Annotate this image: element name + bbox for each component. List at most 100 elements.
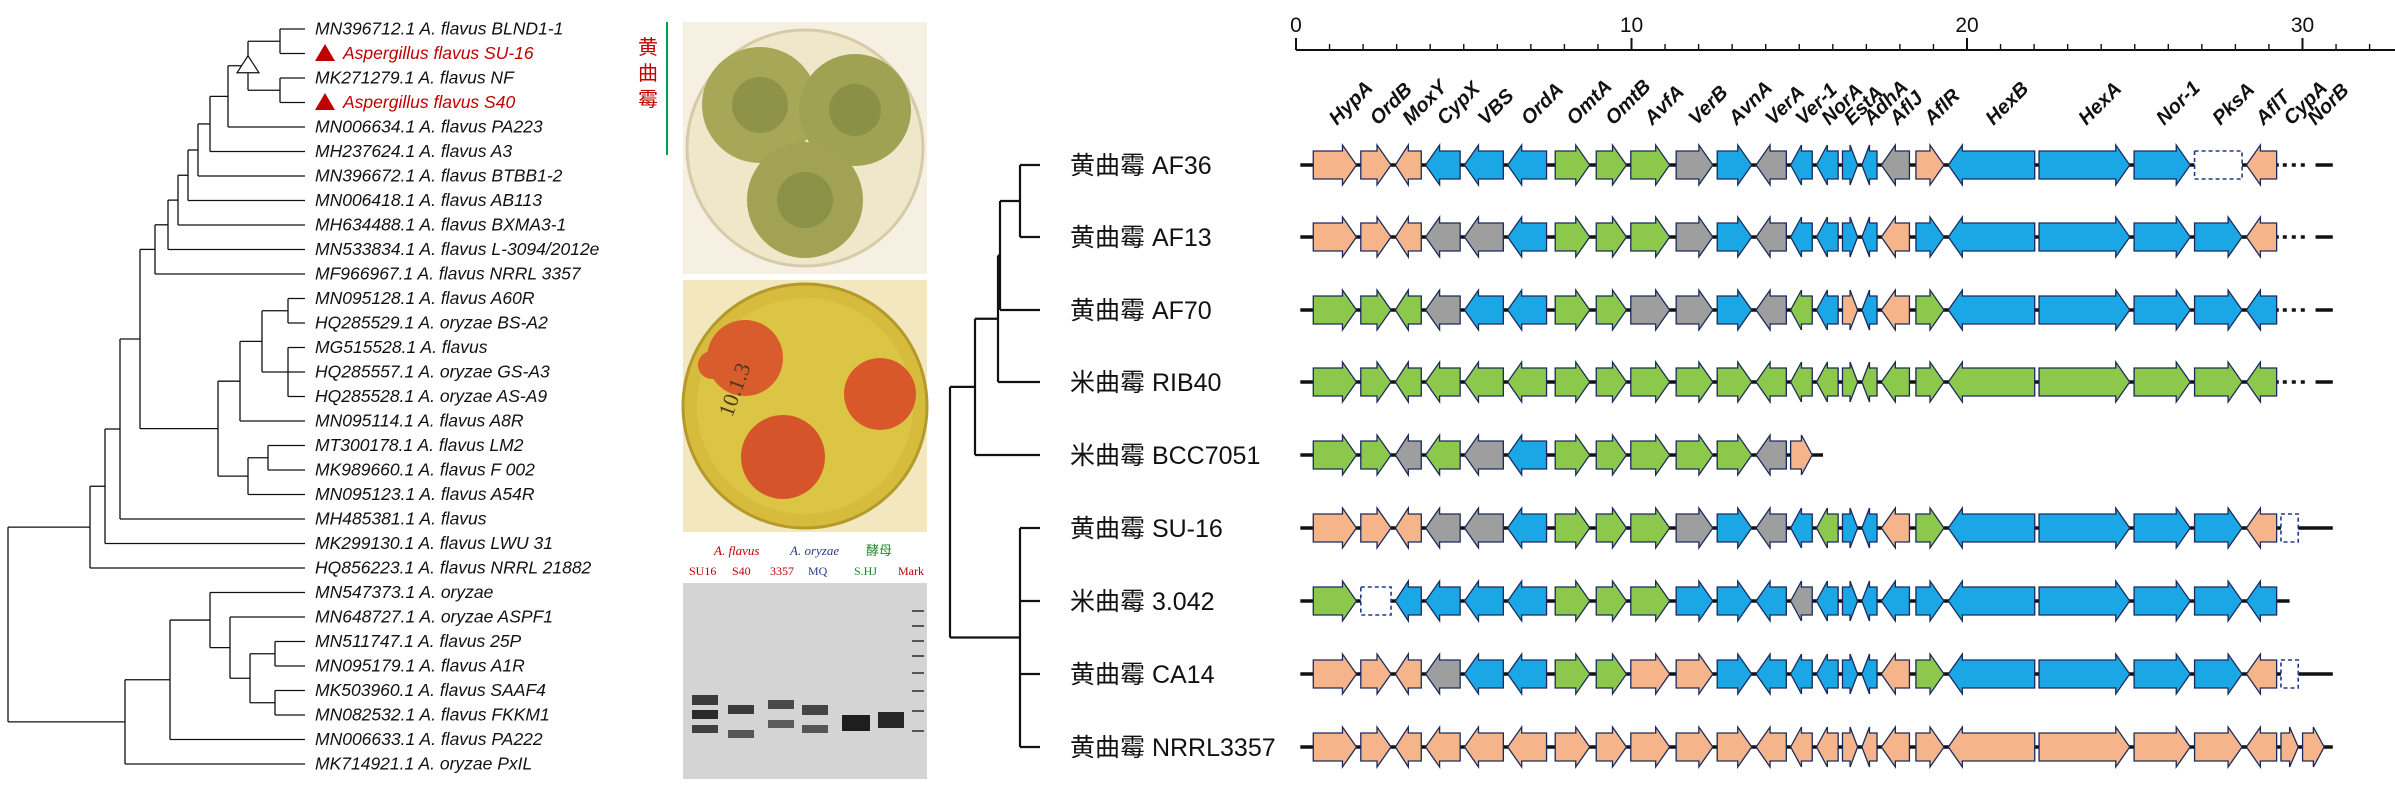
gene-arrow <box>1841 507 1859 549</box>
tree-leaf-label: MN006634.1 A. flavus PA223 <box>315 117 543 137</box>
gene-arrow <box>2193 505 2243 551</box>
gene-arrow <box>2133 142 2192 188</box>
gene-arrow <box>1675 432 1714 478</box>
gene-arrow <box>1755 287 1787 333</box>
gene-arrow <box>1394 359 1422 405</box>
highlight-triangle-icon <box>315 44 335 61</box>
scale-tick-label: 20 <box>1955 14 1978 37</box>
gene-arrow <box>1312 724 1358 770</box>
gene-arrow <box>1424 651 1461 697</box>
gene-name-labels: HypAOrdBMoxYCypXVBSOrdAOmtAOmtBAvfAVerBA… <box>1325 75 2354 130</box>
tree-leaf-label: MN006418.1 A. flavus AB113 <box>315 190 542 210</box>
cluster-row-label: 米曲霉 RIB40 <box>1070 369 1221 397</box>
scale-ruler: 010203040506070 <box>1290 14 2395 51</box>
gene-arrow <box>1861 580 1878 622</box>
gene-arrow <box>1880 214 1911 260</box>
gene-arrow <box>1947 359 2036 405</box>
gel-lane-su16: SU16 <box>689 564 716 578</box>
gene-name-label: PksA <box>2208 79 2259 130</box>
gene-arrow <box>1755 214 1787 260</box>
gene-arrow <box>2133 578 2192 624</box>
gene-name-label: VerB <box>1684 81 1732 129</box>
gene-arrow <box>1789 144 1813 186</box>
gene-arrow <box>1880 287 1911 333</box>
gel-lane-3357: 3357 <box>770 564 794 578</box>
gene-arrow <box>1789 361 1813 403</box>
gene-arrow <box>2245 724 2278 770</box>
tree-leaf-label: MN095179.1 A. flavus A1R <box>315 656 525 676</box>
gene-arrow <box>2193 578 2243 624</box>
cluster-row: 米曲霉 BCC7051 <box>1070 432 1824 478</box>
gene-arrow <box>1424 287 1461 333</box>
gene-missing-box <box>2193 150 2243 180</box>
gene-arrow <box>1947 287 2036 333</box>
gene-name-label: HypA <box>1325 77 1377 129</box>
gene-arrow <box>1554 651 1591 697</box>
gene-arrow <box>2193 359 2243 405</box>
gene-arrow <box>1716 578 1753 624</box>
gene-name-label: HexA <box>2074 78 2126 130</box>
gene-arrow <box>1716 505 1753 551</box>
gene-arrow <box>1861 507 1878 549</box>
tree-leaf-label: MN511747.1 A. flavus 25P <box>315 631 522 651</box>
gene-arrow <box>1506 359 1548 405</box>
gene-arrow <box>1554 359 1591 405</box>
gene-arrow <box>1815 144 1839 186</box>
tree-leaf-label: HQ285557.1 A. oryzae GS-A3 <box>315 362 550 382</box>
gene-arrow <box>1880 651 1911 697</box>
gene-arrow <box>2133 214 2192 260</box>
gene-arrow <box>1595 578 1628 624</box>
gene-arrow <box>2038 505 2131 551</box>
gene-name-label: Nor-1 <box>2152 77 2204 129</box>
tree-leaf-labels: MN396712.1 A. flavus BLND1-1Aspergillus … <box>315 19 600 774</box>
gene-arrow <box>1424 578 1461 624</box>
cluster-row-label: 米曲霉 3.042 <box>1070 588 1215 616</box>
gene-arrow <box>1394 214 1422 260</box>
scale-tick-label: 30 <box>2291 14 2314 37</box>
tree-leaf-label: MH237624.1 A. flavus A3 <box>315 141 512 161</box>
gene-arrow <box>1630 359 1671 405</box>
gene-arrow <box>1360 724 1392 770</box>
tree-leaf-label: MT300178.1 A. flavus LM2 <box>315 435 524 455</box>
gel-species-oryzae: A. oryzae <box>789 543 839 558</box>
tree-leaf-label: HQ856223.1 A. flavus NRRL 21882 <box>315 558 592 578</box>
gene-arrow <box>2280 726 2299 768</box>
gel-lane-marker: Mark <box>898 564 924 578</box>
gene-arrow <box>1815 289 1839 331</box>
photo-top-plate <box>683 22 927 274</box>
cluster-row: 黄曲霉 AF70 <box>1070 287 2333 333</box>
gel-lane-s40: S40 <box>732 564 751 578</box>
gene-arrow <box>1554 214 1591 260</box>
gene-arrow <box>2245 359 2278 405</box>
node-marker-icon <box>235 54 261 74</box>
gene-arrow <box>1394 432 1422 478</box>
gene-arrow <box>1841 726 1859 768</box>
gene-arrow <box>1506 651 1548 697</box>
gene-arrow <box>1841 653 1859 695</box>
gene-arrow <box>2133 359 2192 405</box>
gene-arrow <box>1915 651 1945 697</box>
gene-arrow <box>2193 651 2243 697</box>
gene-arrow <box>1841 580 1859 622</box>
gene-arrow <box>1815 507 1839 549</box>
gene-arrow <box>1424 432 1461 478</box>
gene-arrow <box>1424 214 1461 260</box>
gene-arrow <box>1915 724 1945 770</box>
tree-leaf-label: MK714921.1 A. oryzae PxIL <box>315 754 532 774</box>
gene-arrow <box>1947 578 2036 624</box>
cluster-row-label: 黄曲霉 AF36 <box>1070 152 1212 180</box>
gene-arrow <box>1595 505 1628 551</box>
photo-middle-plate: 10.1.3 <box>681 280 929 532</box>
highlight-triangle-icon <box>315 93 335 110</box>
gene-arrow <box>1394 142 1422 188</box>
gene-arrow <box>1595 142 1628 188</box>
tree-leaf-label: HQ285529.1 A. oryzae BS-A2 <box>315 313 548 333</box>
gene-arrow <box>1463 432 1505 478</box>
gene-arrow <box>1360 214 1392 260</box>
gene-arrow <box>1554 432 1591 478</box>
gene-arrow <box>1463 578 1505 624</box>
gene-missing-box <box>2280 659 2300 689</box>
gene-arrow <box>1861 653 1878 695</box>
gene-arrow <box>1716 142 1753 188</box>
cluster-row-label: 黄曲霉 SU-16 <box>1070 515 1223 543</box>
